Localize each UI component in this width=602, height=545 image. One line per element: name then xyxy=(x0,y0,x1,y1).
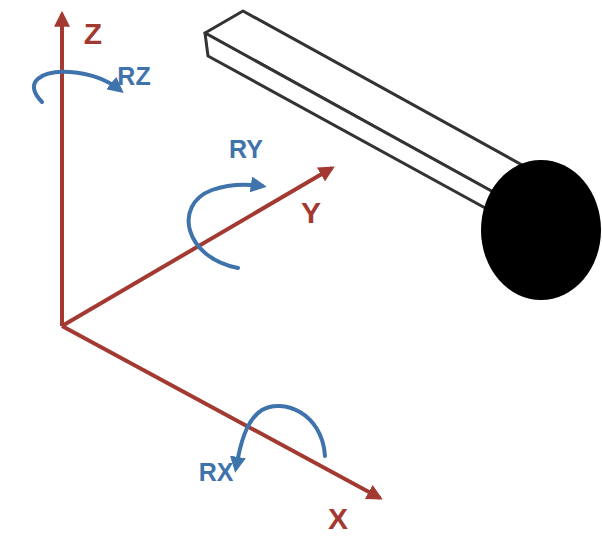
ball xyxy=(481,160,601,300)
rotation-arrows xyxy=(34,72,325,468)
axis-label: X xyxy=(328,504,348,534)
rx-arrow xyxy=(236,406,325,468)
rotation-label: RX xyxy=(199,460,234,485)
beam-side-face xyxy=(205,33,498,215)
axis-label: Y xyxy=(301,198,321,228)
beam-top-face xyxy=(205,11,533,193)
rz-arrow xyxy=(34,72,120,102)
axis-label: Z xyxy=(84,19,102,49)
x-axis xyxy=(62,326,380,498)
z-axis xyxy=(60,14,64,326)
rotation-label: RZ xyxy=(117,64,150,89)
axes xyxy=(62,14,380,498)
rotation-label: RY xyxy=(229,137,263,162)
ry-arrow xyxy=(189,185,262,268)
y-axis xyxy=(62,168,332,326)
